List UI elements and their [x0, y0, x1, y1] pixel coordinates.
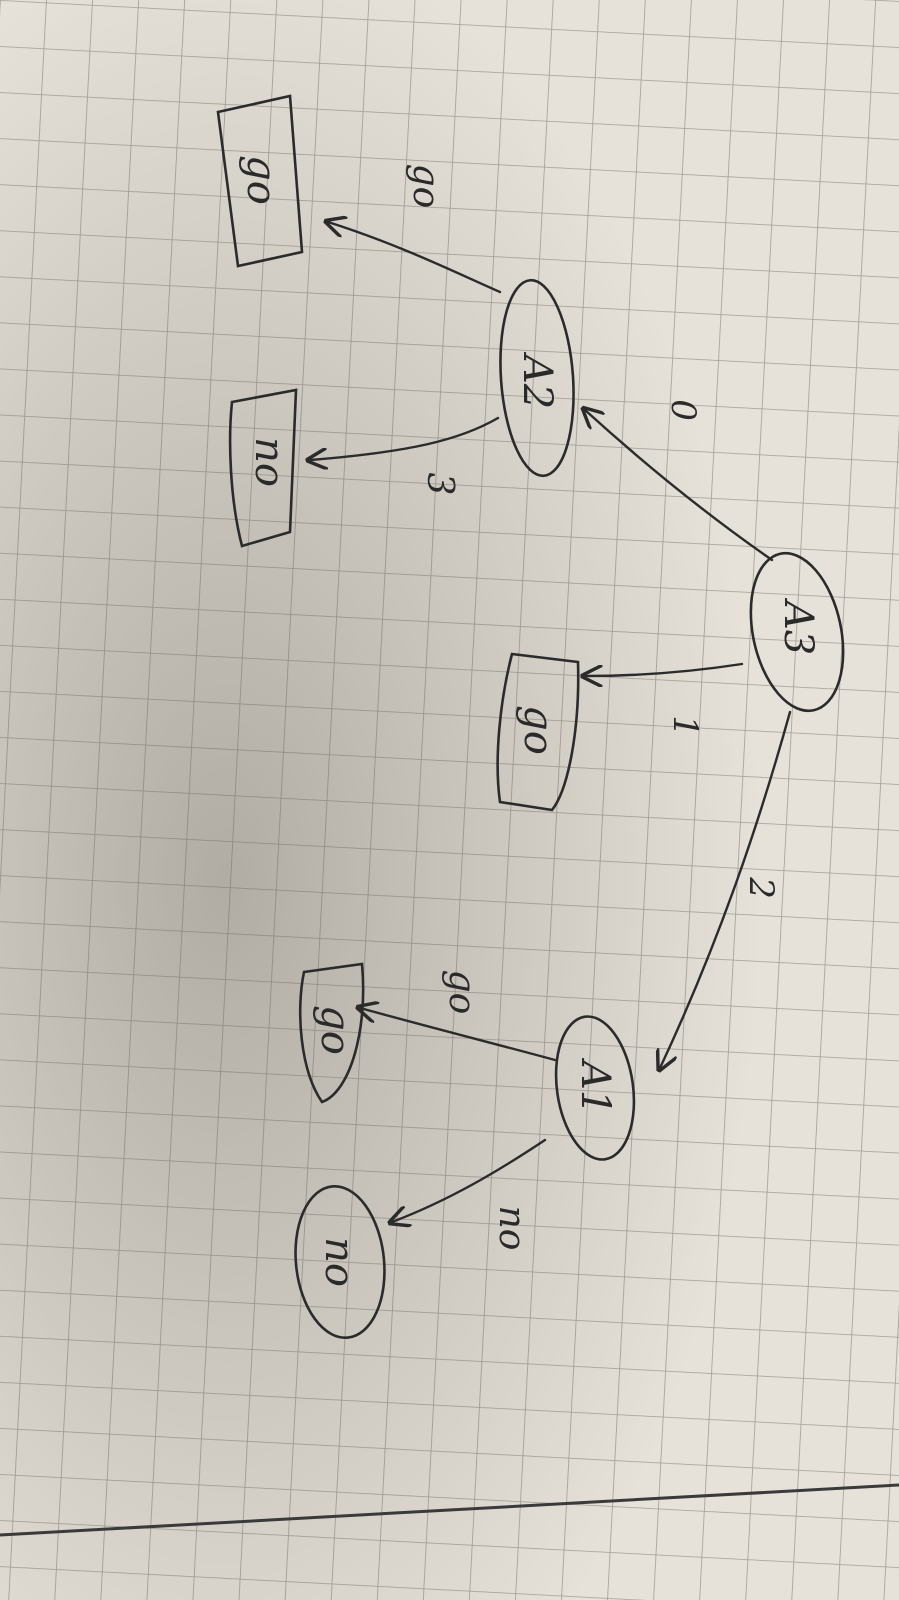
edge-a2-leaf-top-label: go	[405, 164, 446, 209]
leaf-a1-no-box	[294, 1184, 386, 1340]
margin-line	[0, 1483, 899, 1537]
leaf-a2-3-box	[228, 388, 298, 548]
edge-a1-leaf-no	[392, 1138, 547, 1222]
node-a3-label: A3	[775, 597, 821, 655]
node-a3-shape	[749, 551, 845, 713]
leaf-a2-3-label: no	[246, 437, 292, 487]
leaf-a1-go-box	[298, 962, 365, 1104]
edge-a3-a2-label: 0	[663, 399, 703, 421]
edge-a3-leaf-mid	[585, 662, 744, 676]
edge-a2-leaf-top	[328, 222, 502, 294]
edge-a3-a1	[660, 710, 792, 1068]
leaf-mid-box	[496, 652, 580, 812]
leaf-top-box	[216, 94, 304, 268]
node-a2-shape	[499, 278, 575, 478]
edges	[310, 222, 792, 1222]
edge-a3-a1-label: 2	[741, 876, 781, 899]
leaf-mid-label: go	[515, 705, 561, 755]
node-a2-label: A2	[514, 351, 560, 409]
leaf-top-label: go	[238, 155, 284, 205]
edge-a1-leaf-go-label: go	[441, 970, 482, 1015]
edge-a3-a2	[585, 410, 774, 562]
node-a1-label: A1	[572, 1057, 618, 1115]
edge-a2-leaf-no	[310, 416, 500, 460]
node-a1-shape	[554, 1015, 636, 1161]
edge-a1-leaf-go	[360, 1008, 557, 1062]
edge-a3-leaf-mid-label: 1	[665, 715, 705, 737]
leaf-a1-no-label: no	[316, 1237, 362, 1287]
leaf-a1-go-label: go	[312, 1005, 358, 1055]
edge-a2-leaf-no-label: 3	[419, 473, 460, 496]
edge-a1-leaf-no-label: no	[491, 1206, 532, 1251]
